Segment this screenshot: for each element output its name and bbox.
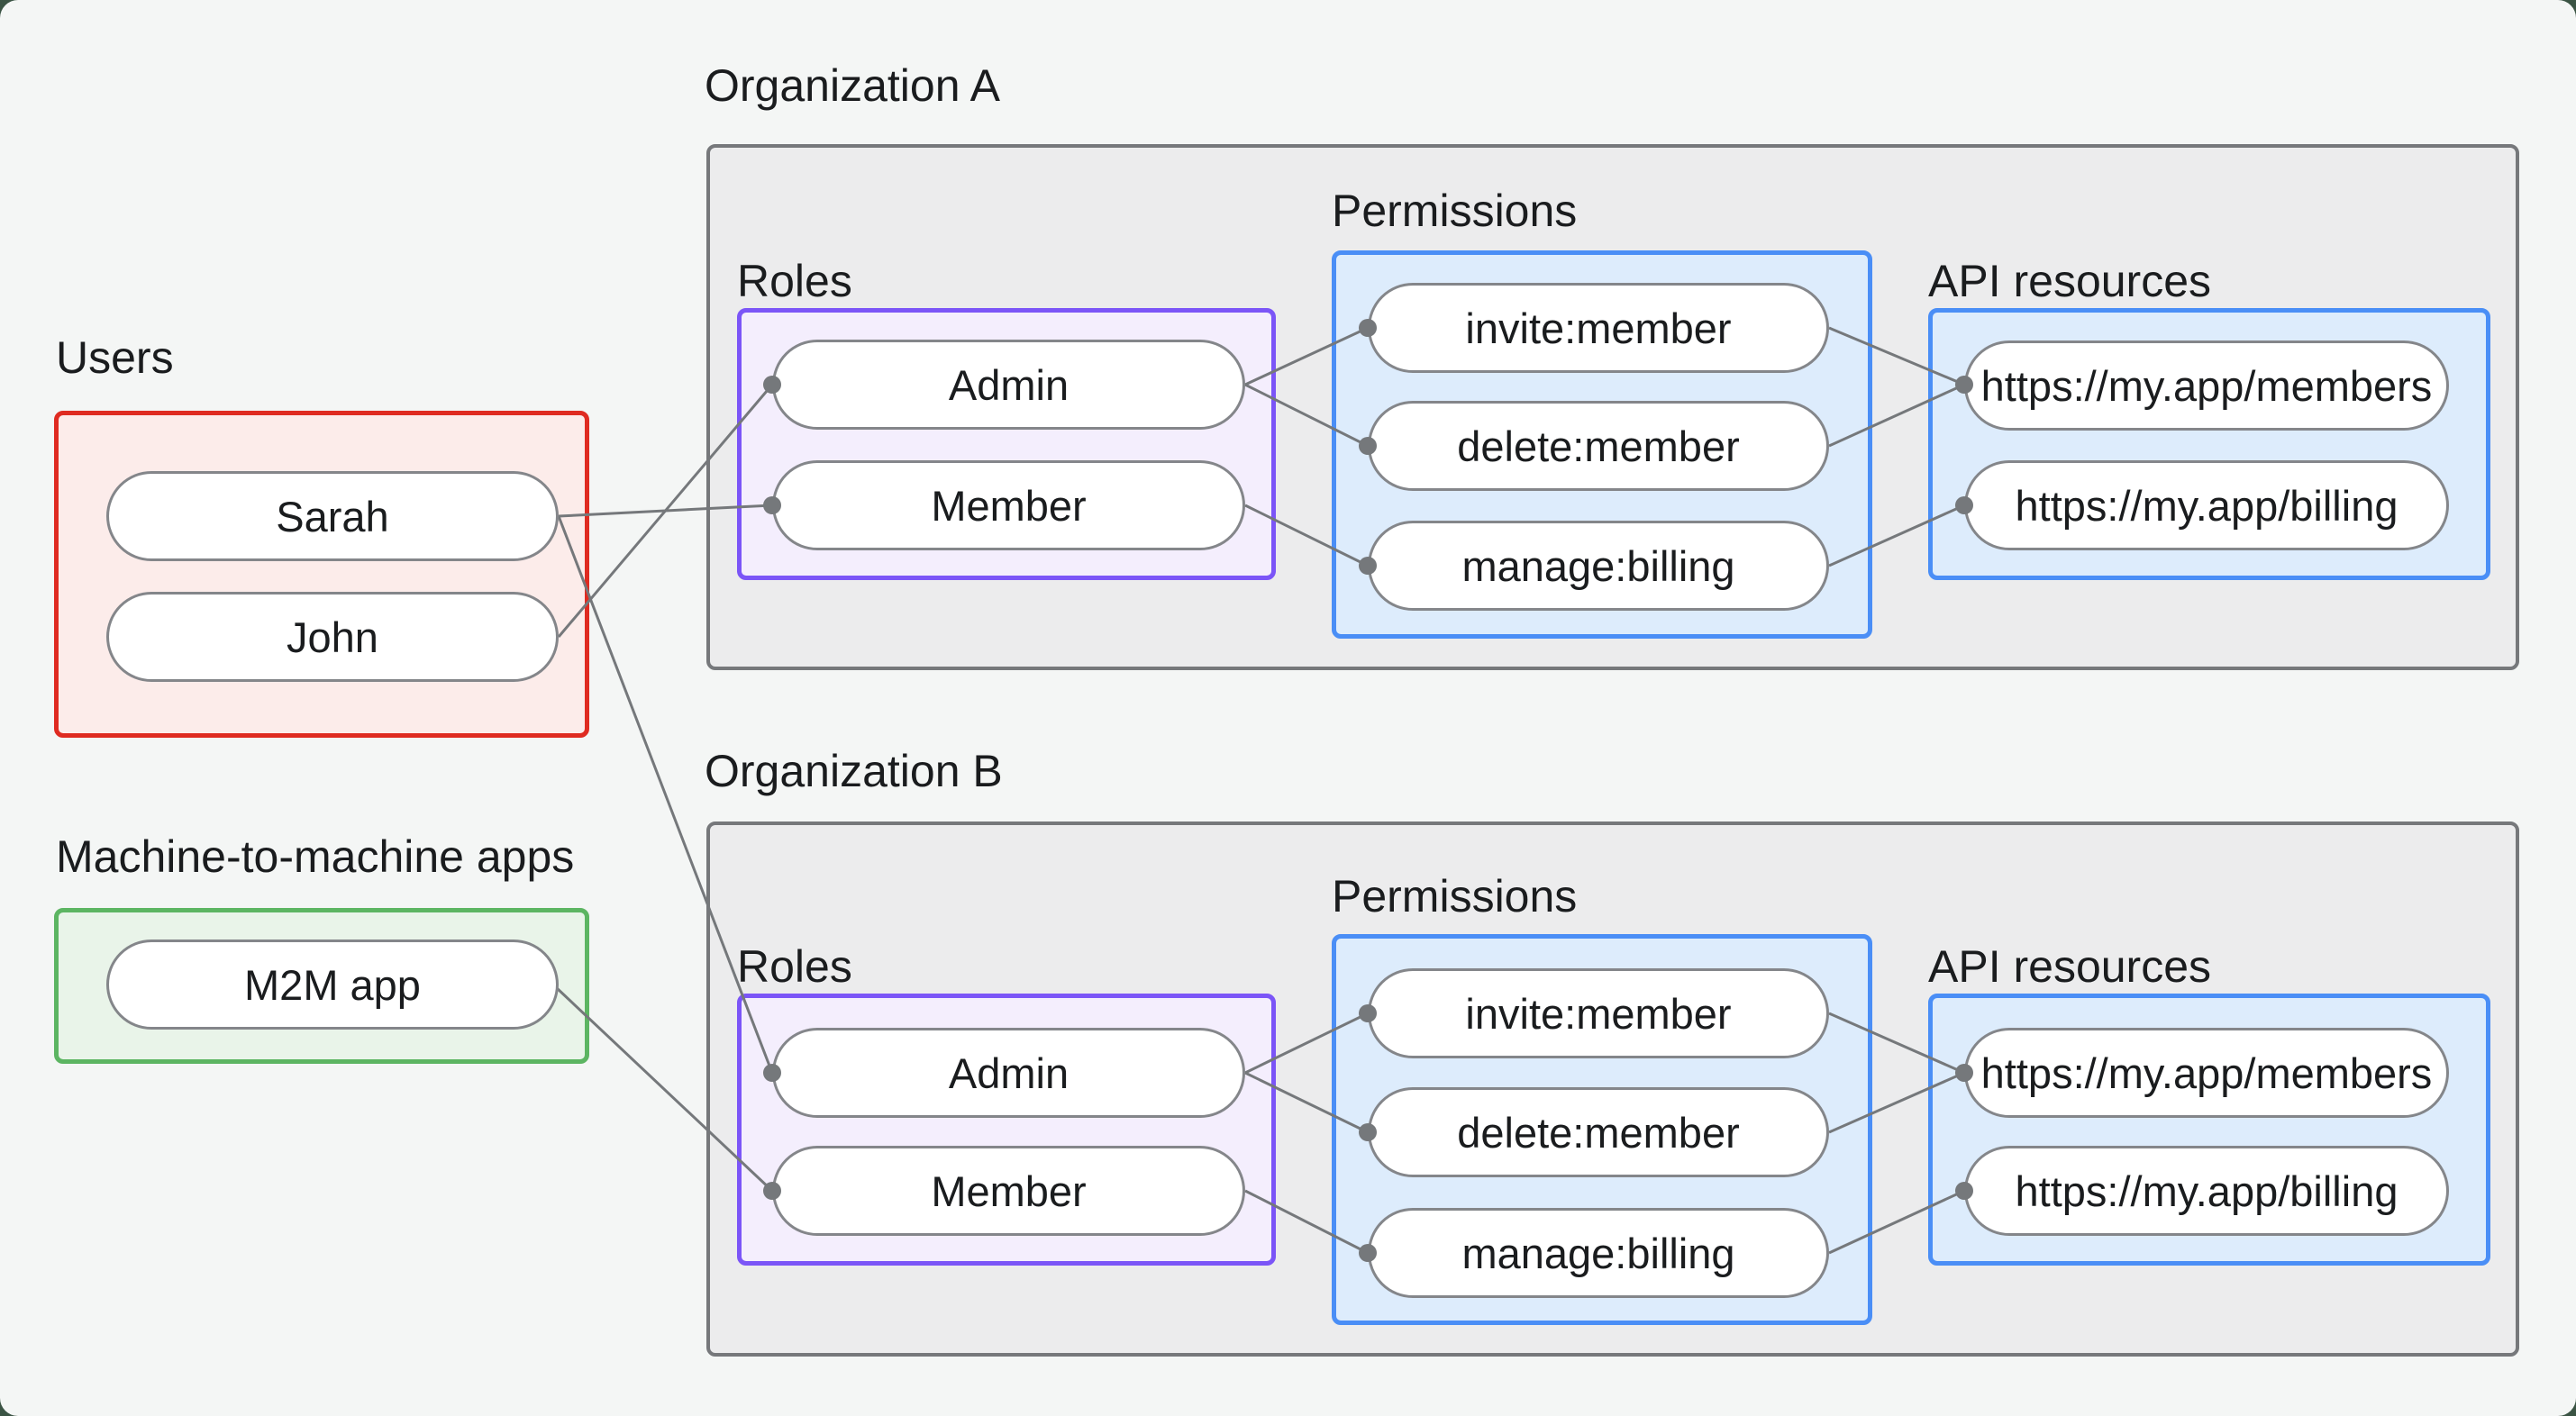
- edge-orga-member-manage: [1244, 504, 1369, 567]
- org-a-api-resources-label: API resources: [1928, 256, 2212, 306]
- node-org-b-role-admin: Admin: [772, 1028, 1245, 1118]
- node-org-a-api-members: https://my.app/members: [1964, 340, 2449, 431]
- edge-orga-delete-members-api: [1828, 383, 1965, 448]
- node-org-b-perm-manage-billing: manage:billing: [1368, 1208, 1829, 1298]
- org-b-roles-label: Roles: [737, 941, 852, 992]
- edge-orgb-manage-billing-api: [1828, 1189, 1965, 1255]
- users-box: [54, 411, 589, 738]
- org-b-permissions-label: Permissions: [1332, 871, 1578, 921]
- m2m-label: Machine-to-machine apps: [56, 831, 575, 882]
- org-b-title: Organization B: [705, 746, 1003, 796]
- edge-sarah-orgb-admin: [557, 515, 774, 1074]
- node-org-a-role-admin: Admin: [772, 340, 1245, 430]
- edge-john-orga-admin: [557, 384, 774, 638]
- node-org-b-perm-delete-member: delete:member: [1368, 1087, 1829, 1177]
- org-a-title: Organization A: [705, 60, 1000, 111]
- edge-m2m-orgb-member: [555, 986, 774, 1193]
- node-org-a-perm-invite-member: invite:member: [1368, 283, 1829, 373]
- org-a-roles-label: Roles: [737, 256, 852, 306]
- edge-orgb-member-manage: [1244, 1189, 1369, 1255]
- node-user-sarah: Sarah: [106, 471, 559, 561]
- edge-orgb-admin-delete: [1244, 1071, 1369, 1134]
- node-m2m-app: M2M app: [106, 939, 559, 1030]
- edge-orga-admin-invite: [1244, 326, 1369, 386]
- node-org-b-role-member: Member: [772, 1146, 1245, 1236]
- node-org-a-perm-manage-billing: manage:billing: [1368, 521, 1829, 611]
- node-org-a-role-member: Member: [772, 460, 1245, 550]
- edge-orga-invite-members-api: [1828, 326, 1965, 386]
- node-org-b-api-billing: https://my.app/billing: [1964, 1146, 2449, 1236]
- node-user-john: John: [106, 592, 559, 682]
- org-b-api-resources-label: API resources: [1928, 941, 2212, 992]
- node-org-a-perm-delete-member: delete:member: [1368, 401, 1829, 491]
- edge-orgb-delete-members-api: [1828, 1071, 1965, 1134]
- node-org-b-api-members: https://my.app/members: [1964, 1028, 2449, 1118]
- users-label: Users: [56, 332, 174, 383]
- node-org-a-api-billing: https://my.app/billing: [1964, 460, 2449, 550]
- edge-orga-admin-delete: [1244, 383, 1369, 448]
- edge-orgb-invite-members-api: [1828, 1012, 1965, 1075]
- node-org-b-perm-invite-member: invite:member: [1368, 968, 1829, 1058]
- org-a-permissions-label: Permissions: [1332, 186, 1578, 236]
- edge-orgb-admin-invite: [1244, 1012, 1369, 1075]
- edge-orga-manage-billing-api: [1828, 504, 1965, 567]
